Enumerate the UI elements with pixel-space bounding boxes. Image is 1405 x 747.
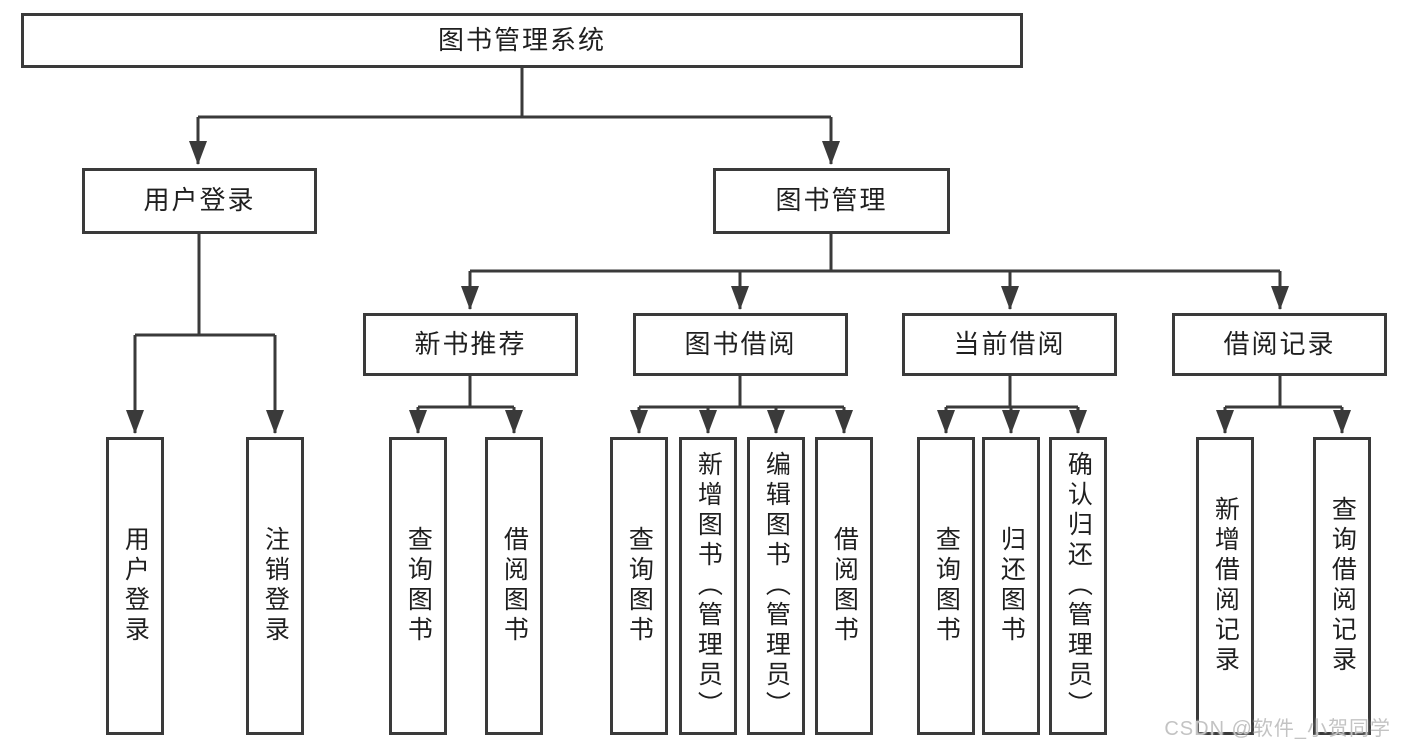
leaf-add-books-admin: 新增图书（管理员） (679, 437, 737, 735)
leaf-borrow-books-1: 借阅图书 (485, 437, 543, 735)
leaf-logout: 注销登录 (246, 437, 304, 735)
node-current-borrow: 当前借阅 (902, 313, 1117, 376)
root-node: 图书管理系统 (21, 13, 1023, 68)
node-borrow-records: 借阅记录 (1172, 313, 1387, 376)
leaf-confirm-return-admin: 确认归还（管理员） (1049, 437, 1107, 735)
leaf-user-login: 用户登录 (106, 437, 164, 735)
leaf-query-books-2: 查询图书 (610, 437, 668, 735)
leaf-borrow-books-2: 借阅图书 (815, 437, 873, 735)
watermark: CSDN @软件_小贺同学 (1164, 718, 1391, 740)
node-book-borrow: 图书借阅 (633, 313, 848, 376)
leaf-query-books-3: 查询图书 (917, 437, 975, 735)
node-new-book-recommend: 新书推荐 (363, 313, 578, 376)
leaf-add-borrow-record: 新增借阅记录 (1196, 437, 1254, 735)
node-book-management: 图书管理 (713, 168, 950, 234)
leaf-edit-books-admin: 编辑图书（管理员） (747, 437, 805, 735)
node-user-login: 用户登录 (82, 168, 317, 234)
leaf-query-borrow-record: 查询借阅记录 (1313, 437, 1371, 735)
leaf-return-books: 归还图书 (982, 437, 1040, 735)
leaf-query-books-1: 查询图书 (389, 437, 447, 735)
